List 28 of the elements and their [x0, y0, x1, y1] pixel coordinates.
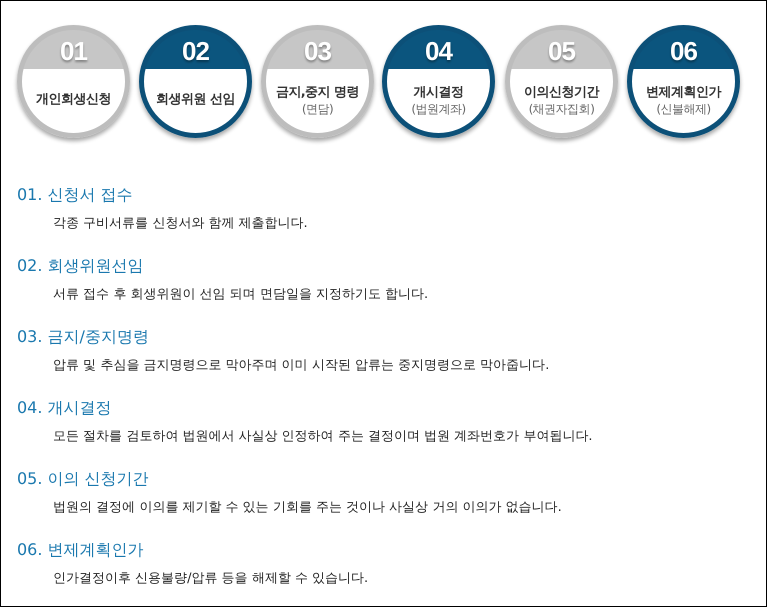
description-text: 모든 절차를 검토하여 법원에서 사실상 인정하여 주는 결정이며 법원 계좌번호가 부여됩니다.: [53, 428, 592, 445]
step-title: 변제계획인가: [645, 84, 722, 101]
description-text: 각종 구비서류를 신청서와 함께 제출합니다.: [53, 215, 308, 232]
step-title: 이의신청기간: [523, 84, 600, 101]
step-title: 개인회생신청: [35, 91, 112, 108]
description-text: 법원의 결정에 이의를 제기할 수 있는 기회를 주는 것이나 사실상 거의 이의가 없습니다.: [53, 499, 562, 516]
section-heading: 04. 개시결정: [17, 398, 112, 419]
step-subtitle: (법원계좌): [410, 101, 467, 118]
step-number: 01: [59, 36, 88, 67]
description-text: 압류 및 추심을 금지명령으로 막아주며 이미 시작된 압류는 중지명령으로 막아줍니다.: [53, 357, 550, 374]
step-number: 02: [181, 36, 210, 67]
description-text: 인가결정이후 신용불량/압류 등을 해제할 수 있습니다.: [53, 570, 368, 587]
step-title: 회생위원 선임: [154, 91, 236, 108]
step-number: 03: [303, 36, 332, 67]
step-title: 개시결정: [412, 84, 464, 101]
step-number: 05: [547, 36, 576, 67]
step-subtitle: (면담): [300, 101, 334, 118]
section-heading: 06. 변제계획인가: [17, 540, 144, 561]
section-heading: 05. 이의 신청기간: [17, 469, 149, 490]
step-subtitle: (신불해제): [655, 101, 712, 118]
step-number: 04: [424, 36, 454, 67]
step-title: 금지,중지 명령: [274, 84, 360, 101]
step-subtitle: (채권자집회): [528, 101, 596, 118]
section-heading: 02. 회생위원선임: [17, 256, 144, 277]
section-heading: 01. 신청서 접수: [17, 185, 133, 206]
step-number: 06: [669, 36, 698, 67]
section-heading: 03. 금지/중지명령: [17, 327, 149, 348]
description-text: 서류 접수 후 회생위원이 선임 되며 면담일을 지정하기도 합니다.: [53, 286, 428, 303]
